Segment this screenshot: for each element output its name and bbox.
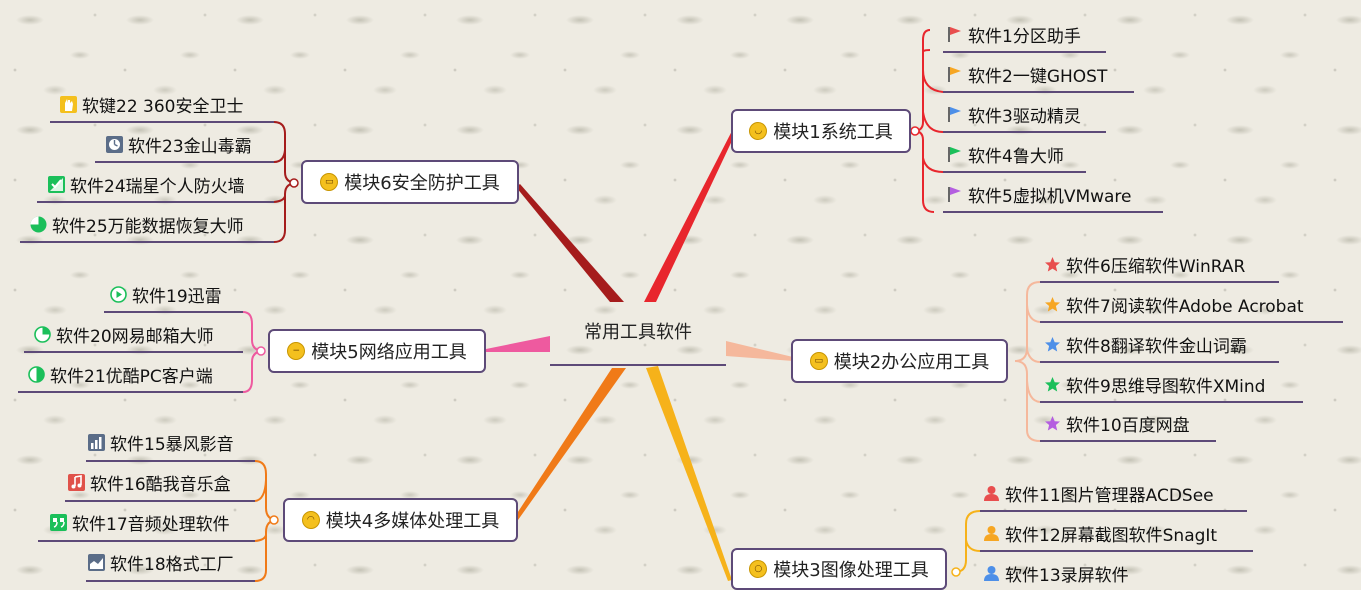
leaf-label: 软件17音频处理软件: [72, 514, 230, 535]
branch-m2: [726, 341, 793, 361]
grin-emoji-icon: ▭: [320, 173, 339, 191]
surprised-emoji-icon: ○: [749, 560, 768, 578]
blue-star-icon: [1045, 336, 1060, 351]
module-4-node[interactable]: ◠ 模块4多媒体处理工具: [283, 498, 518, 542]
half-circle-icon: [28, 365, 45, 383]
branch-m1: [644, 127, 738, 302]
leaf-software-5[interactable]: 软件5虚拟机VMware: [946, 181, 1132, 207]
leaf-label: 软件12屏幕截图软件SnagIt: [1005, 525, 1218, 546]
leaf-software-3[interactable]: 软件3驱动精灵: [946, 101, 1081, 127]
module-3-node[interactable]: ○ 模块3图像处理工具: [731, 548, 947, 590]
leaf-software-19[interactable]: 软件19迅雷: [110, 281, 222, 307]
check-box-icon: [48, 175, 65, 193]
purple-star-icon: [1045, 415, 1060, 430]
leaf-label: 软件24瑞星个人防火墙: [70, 176, 245, 197]
module-2-node[interactable]: ▭ 模块2办公应用工具: [791, 339, 1008, 383]
module-label: 模块2办公应用工具: [833, 352, 990, 373]
leaf-software-13[interactable]: 软件13录屏软件: [983, 560, 1129, 586]
root-topic[interactable]: 常用工具软件: [584, 322, 692, 343]
leaf-software-10[interactable]: 软件10百度网盘: [1044, 410, 1190, 436]
leaf-software-1[interactable]: 软件1分区助手: [946, 21, 1081, 47]
leaf-software-23[interactable]: 软件23金山毒霸: [106, 131, 252, 157]
leaf-label: 软件10百度网盘: [1066, 415, 1190, 436]
leaf-label: 软件13录屏软件: [1005, 565, 1129, 586]
play-circle-icon: [110, 285, 127, 303]
pie-quarter-icon: [34, 325, 51, 343]
purple-flag-icon: [948, 186, 961, 202]
leaf-software-4[interactable]: 软件4鲁大师: [946, 141, 1064, 167]
leaf-software-9[interactable]: 软件9思维导图软件XMind: [1044, 371, 1265, 397]
orange-star-icon: [1045, 296, 1060, 311]
leaf-label: 软件2一键GHOST: [968, 66, 1108, 87]
leaf-label: 软件4鲁大师: [968, 146, 1064, 167]
leaf-software-12[interactable]: 软件12屏幕截图软件SnagIt: [983, 520, 1217, 546]
quote-icon: [50, 513, 67, 531]
module-label: 模块3图像处理工具: [773, 560, 929, 581]
leaf-label: 软件7阅读软件Adobe Acrobat: [1066, 296, 1304, 317]
leaf-label: 软件6压缩软件WinRAR: [1066, 256, 1246, 277]
leaf-software-21[interactable]: 软件21优酷PC客户端: [28, 361, 213, 387]
branch-m6: [516, 184, 624, 302]
music-note-icon: [68, 473, 85, 491]
leaf-label: 软件9思维导图软件XMind: [1066, 376, 1266, 397]
module-label: 模块4多媒体处理工具: [325, 511, 500, 532]
leaf-label: 软键22 360安全卫士: [82, 96, 244, 117]
leaf-label: 软件1分区助手: [968, 26, 1081, 47]
leaf-software-24[interactable]: 软件24瑞星个人防火墙: [48, 171, 245, 197]
leaf-label: 软件15暴风影音: [110, 434, 234, 455]
leaf-label: 软件3驱动精灵: [968, 106, 1081, 127]
leaf-label: 软件11图片管理器ACDSee: [1005, 485, 1214, 506]
neutral-emoji-icon: −: [287, 342, 306, 360]
orange-flag-icon: [948, 66, 961, 82]
leaf-software-6[interactable]: 软件6压缩软件WinRAR: [1044, 251, 1245, 277]
branch-m3: [646, 366, 732, 581]
blue-flag-icon: [948, 106, 961, 122]
area-chart-icon: [88, 553, 105, 571]
module-5-node[interactable]: − 模块5网络应用工具: [268, 329, 486, 373]
bar-chart-icon: [88, 433, 105, 451]
hand-icon: [60, 95, 77, 113]
blue-person-icon: [984, 565, 999, 581]
module-label: 模块1系统工具: [773, 122, 893, 143]
leaf-software-22[interactable]: 软键22 360安全卫士: [60, 91, 243, 117]
leaf-label: 软件5虚拟机VMware: [968, 186, 1132, 207]
red-person-icon: [984, 485, 999, 501]
leaf-software-15[interactable]: 软件15暴风影音: [88, 429, 234, 455]
leaf-label: 软件19迅雷: [132, 286, 222, 307]
branch-m4: [514, 368, 626, 520]
module-label: 模块5网络应用工具: [311, 342, 467, 363]
leaf-software-2[interactable]: 软件2一键GHOST: [946, 61, 1107, 87]
red-flag-icon: [948, 26, 961, 42]
leaf-label: 软件8翻译软件金山词霸: [1066, 336, 1247, 357]
leaf-label: 软件25万能数据恢复大师: [52, 216, 244, 237]
leaf-software-18[interactable]: 软件18格式工厂: [88, 549, 234, 575]
leaf-software-20[interactable]: 软件20网易邮箱大师: [34, 321, 214, 347]
leaf-software-11[interactable]: 软件11图片管理器ACDSee: [983, 480, 1214, 506]
leaf-label: 软件16酷我音乐盒: [90, 474, 231, 495]
leaf-label: 软件18格式工厂: [110, 554, 234, 575]
leaf-label: 软件23金山毒霸: [128, 136, 252, 157]
smile-emoji-icon: ◡: [749, 122, 768, 140]
leaf-label: 软件21优酷PC客户端: [50, 366, 213, 387]
leaf-software-7[interactable]: 软件7阅读软件Adobe Acrobat: [1044, 291, 1304, 317]
leaf-software-25[interactable]: 软件25万能数据恢复大师: [30, 211, 244, 237]
module-6-node[interactable]: ▭ 模块6安全防护工具: [301, 160, 519, 204]
branch-m5: [486, 336, 550, 352]
module-label: 模块6安全防护工具: [344, 173, 500, 194]
sweat-emoji-icon: ◠: [301, 511, 320, 529]
leaf-software-17[interactable]: 软件17音频处理软件: [50, 509, 230, 535]
grin-emoji-icon: ▭: [809, 352, 828, 370]
red-star-icon: [1045, 256, 1060, 271]
leaf-software-16[interactable]: 软件16酷我音乐盒: [68, 469, 231, 495]
module-1-node[interactable]: ◡ 模块1系统工具: [731, 109, 911, 153]
leaf-software-8[interactable]: 软件8翻译软件金山词霸: [1044, 331, 1247, 357]
orange-person-icon: [984, 525, 999, 541]
green-star-icon: [1045, 376, 1060, 391]
clock-icon: [106, 135, 123, 153]
three-quarter-pie-icon: [30, 216, 47, 232]
leaf-label: 软件20网易邮箱大师: [56, 326, 214, 347]
green-flag-icon: [948, 146, 961, 162]
